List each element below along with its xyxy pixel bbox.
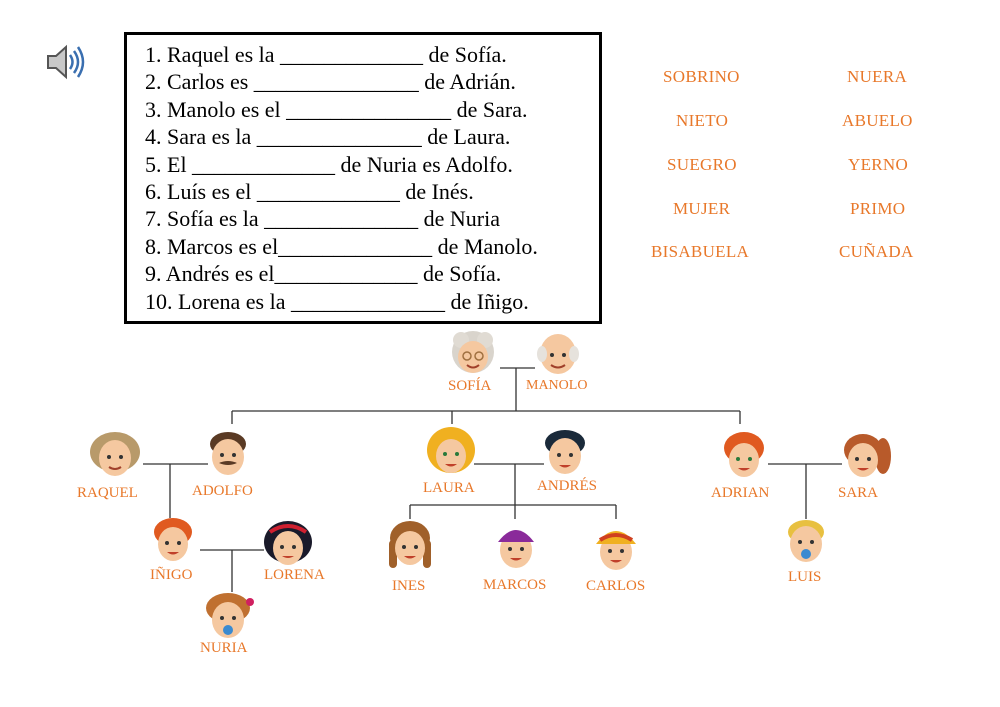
sentence-5: 5. El _____________ de Nuria es Adolfo. (145, 151, 513, 177)
baby-girl-pacifier-face-icon (206, 593, 254, 638)
woman-face-icon (90, 432, 140, 476)
boy-cap-face-icon (596, 531, 636, 570)
man-face-icon (545, 430, 585, 474)
word-abuelo[interactable]: ABUELO (842, 111, 913, 130)
man-redhead-face-icon (724, 432, 764, 477)
label-raquel: RAQUEL (77, 485, 138, 501)
word-mujer[interactable]: MUJER (673, 199, 731, 218)
label-manolo: MANOLO (526, 378, 588, 393)
boy-cap-face-icon (498, 530, 534, 568)
boy-redhead-face-icon (154, 518, 192, 561)
word-sobrino[interactable]: SOBRINO (663, 67, 740, 86)
label-ines: INES (392, 578, 426, 594)
label-carlos: CARLOS (586, 578, 646, 594)
word-bisabuela[interactable]: BISABUELA (651, 242, 750, 261)
man-face-icon (210, 432, 246, 475)
word-cunada[interactable]: CUÑADA (839, 242, 914, 261)
girl-braids-face-icon (389, 521, 431, 568)
exercise-box: 1. Raquel es la _____________ de Sofía. … (124, 32, 602, 324)
label-adrian: ADRIAN (711, 485, 770, 501)
label-laura: LAURA (423, 480, 475, 496)
word-yerno[interactable]: YERNO (848, 155, 909, 174)
sentence-10: 10. Lorena es la ______________ de Iñigo… (145, 288, 529, 314)
sentence-8: 8. Marcos es el______________ de Manolo. (145, 233, 538, 259)
sentence-2: 2. Carlos es _______________ de Adrián. (145, 69, 516, 95)
word-nuera[interactable]: NUERA (847, 67, 908, 86)
sentence-6: 6. Luís es el _____________ de Inés. (145, 179, 474, 205)
sentence-9: 9. Andrés es el_____________ de Sofía. (145, 261, 502, 287)
girl-dark-hair-face-icon (264, 521, 312, 565)
label-nuria: NURIA (200, 640, 248, 656)
label-andres: ANDRÉS (537, 478, 598, 494)
woman-blonde-face-icon (427, 427, 475, 473)
label-adolfo: ADOLFO (192, 483, 253, 499)
baby-pacifier-face-icon (788, 520, 824, 562)
word-primo[interactable]: PRIMO (850, 199, 906, 218)
sentence-1: 1. Raquel es la _____________ de Sofía. (145, 42, 507, 67)
grandfather-face-icon (537, 334, 579, 374)
grandmother-face-icon (452, 331, 494, 373)
word-suegro[interactable]: SUEGRO (667, 155, 737, 174)
label-sofia: SOFÍA (448, 378, 492, 394)
label-luis: LUIS (788, 569, 822, 585)
sentence-4: 4. Sara es la _______________ de Laura. (145, 124, 511, 150)
label-marcos: MARCOS (483, 577, 547, 593)
label-sara: SARA (838, 485, 879, 501)
sentence-7: 7. Sofía es la ______________ de Nuria (145, 206, 500, 232)
label-lorena: LORENA (264, 567, 325, 583)
speaker-icon[interactable] (42, 42, 88, 82)
label-inigo: IÑIGO (150, 567, 193, 583)
word-nieto[interactable]: NIETO (676, 111, 729, 130)
woman-ponytail-face-icon (844, 434, 891, 477)
sentence-3: 3. Manolo es el _______________ de Sara. (145, 96, 528, 122)
